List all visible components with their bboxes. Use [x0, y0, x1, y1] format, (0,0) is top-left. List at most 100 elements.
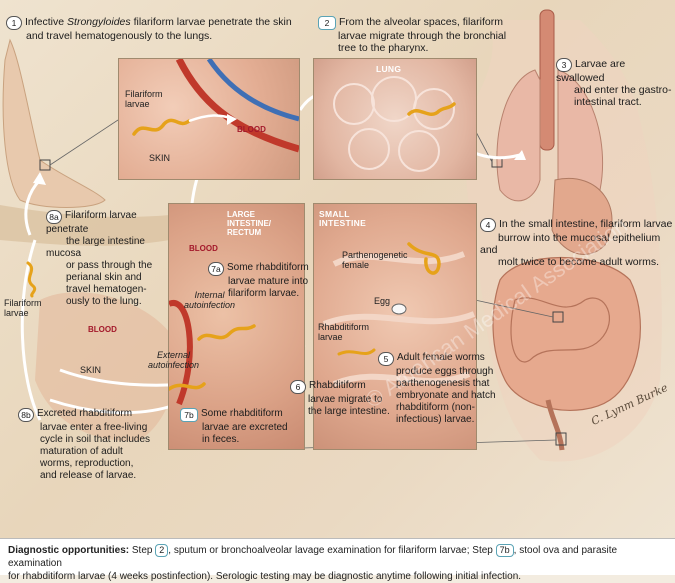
zoom-line-intestine	[474, 299, 554, 318]
intestines	[492, 257, 641, 411]
skin-label: SKIN	[149, 153, 171, 163]
step-5-line2: produce eggs through	[396, 366, 494, 377]
zoom-line-foot	[49, 119, 119, 166]
step-5-number: 5	[378, 352, 394, 366]
villus-1	[332, 251, 466, 267]
step-8a-line4: perianal skin and	[66, 272, 142, 283]
step-3-line2: and enter the gastro-	[574, 84, 672, 96]
blood-large-label: BLOOD	[189, 244, 218, 253]
filariform-worm	[132, 118, 191, 136]
step-5-line3: parthenogenesis that	[396, 378, 490, 389]
diagnostic-text: Diagnostic opportunities: Step 2, sputum…	[8, 544, 668, 583]
arrowhead-skin	[227, 114, 237, 125]
egg-label: Egg	[374, 296, 391, 306]
step-7a-line2: larvae mature into	[228, 276, 309, 287]
diagnostic-line2: for rhabditiform larvae (4 weeks postinf…	[8, 571, 522, 582]
step-6-line3: the large intestine.	[308, 406, 390, 417]
step-5-line6: infectious) larvae.	[396, 414, 475, 425]
diagnostic-part3: , stool ova and parasite examination	[8, 545, 618, 569]
blood-label: BLOOD	[237, 125, 266, 134]
skin-panel-art	[132, 59, 299, 153]
life-cycle-illustration: Filariform larvae SKIN BLOOD LUNG LARGE …	[0, 0, 675, 538]
alveolus-5	[398, 130, 440, 172]
large-intestine-label: LARGE INTESTINE/ RECTUM	[227, 210, 272, 237]
rhabditiform-larvae-label: Rhabditiform larvae	[318, 322, 370, 342]
step-4-line1: In the small intestine, filariform larva…	[499, 218, 673, 230]
step-1-text-pre: Infective	[25, 16, 68, 28]
step-8b-line6: and release of larvae.	[40, 470, 137, 481]
blood-left-label: BLOOD	[88, 325, 117, 334]
skin-panel: Filariform larvae SKIN BLOOD	[118, 58, 300, 180]
small-intestine-art	[322, 242, 476, 387]
external-autoinfection-label: External autoinfection	[148, 350, 200, 370]
step-8b-line1: Excreted rhabditiform	[37, 408, 133, 419]
step-8a-number: 8a	[46, 210, 62, 224]
alveolus-1	[333, 83, 375, 125]
stomach	[551, 178, 613, 255]
soil-layer	[0, 205, 170, 246]
step-1-line2: and travel hematogenously to the lungs.	[26, 30, 213, 42]
step-2-line1: From the alveolar spaces, filariform	[339, 16, 503, 28]
vein	[206, 59, 299, 122]
blood-vessel	[175, 59, 299, 153]
step-7a-line3: filariform larvae.	[228, 288, 300, 299]
diagnostic-step-7b-box: 7b	[495, 544, 514, 557]
rhabditiform-worm	[337, 348, 376, 356]
step-6-number: 6	[290, 380, 306, 394]
step-8a-line3: or pass through the	[66, 260, 153, 271]
internal-worm	[197, 324, 256, 341]
filariform-larvae-left-label: Filariform larvae	[4, 298, 42, 318]
step-8b-line5: worms, reproduction,	[40, 458, 134, 469]
lung-label: LUNG	[376, 64, 402, 74]
step-4-line3: molt twice to become adult worms.	[498, 256, 660, 268]
step-5-line4: embryonate and hatch	[396, 390, 496, 401]
internal-autoinfection-label: Internal autoinfection	[184, 290, 236, 310]
step-8b-line3: cycle in soil that includes	[40, 434, 151, 445]
parthenogenetic-female-label: Parthenogenetic female	[342, 250, 408, 270]
background-art	[0, 9, 662, 462]
parthenogenetic-female-worm	[407, 242, 441, 275]
lung-panel-art	[333, 76, 456, 172]
step-3-number: 3	[556, 58, 572, 72]
filariform-larvae-label: Filariform larvae	[125, 89, 163, 109]
small-intestine-panel: SMALL INTESTINE Parthenogenetic female E…	[313, 203, 477, 450]
step-4-number: 4	[480, 218, 496, 232]
lung-worm	[407, 102, 456, 117]
step-5-line5: rhabditiform (non-	[396, 402, 475, 413]
arrowhead-2	[514, 150, 526, 160]
step-1-text-rest: filariform larvae penetrate the skin	[130, 16, 292, 28]
foot-drawing	[2, 38, 106, 208]
step-3-line3: intestinal tract.	[574, 96, 642, 108]
step-5-line1: Adult female worms	[397, 352, 485, 363]
large-intestine-art	[169, 299, 256, 406]
step-7b-number: 7b	[180, 408, 198, 422]
lung-panel: LUNG	[313, 58, 477, 180]
diagnostic-part2: , sputum or bronchoalveolar lavage exami…	[168, 545, 496, 556]
perianal-skin	[35, 292, 177, 441]
step-2-line2: larvae migrate through the bronchial	[338, 30, 507, 42]
alveolus-3	[413, 88, 455, 130]
step-2-line3: tree to the pharynx.	[338, 42, 429, 54]
step-2-number: 2	[318, 16, 336, 30]
step-6-line1: Rhabditiform	[309, 380, 366, 391]
arrowhead-1	[33, 172, 46, 185]
step-8a-line5: travel hematogen-	[66, 284, 147, 295]
step-7b-line3: in feces.	[202, 434, 240, 445]
egg-shape	[391, 303, 407, 315]
small-intestine-label: SMALL INTESTINE	[319, 209, 367, 228]
step-3-line1: Larvae are swallowed	[556, 58, 626, 84]
rectum-marker-box	[555, 432, 567, 446]
step-7b-line1: Some rhabditiform	[201, 408, 283, 419]
villus-3	[332, 371, 471, 387]
step-7b-line2: larvae are excreted	[202, 422, 288, 433]
skin-left-label: SKIN	[80, 365, 102, 375]
external-worm	[169, 382, 206, 391]
